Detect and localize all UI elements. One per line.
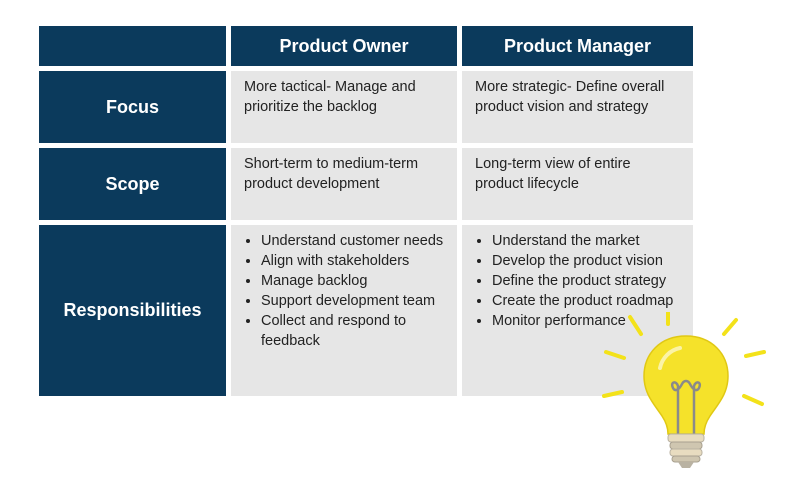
focus-manager-cell: More strategic- Define overall product v… xyxy=(462,71,693,143)
bulb-glass xyxy=(643,335,729,435)
list-item: Understand customer needs xyxy=(261,231,445,251)
manager-responsibilities-list: Understand the market Develop the produc… xyxy=(475,231,681,331)
row-label-responsibilities: Responsibilities xyxy=(39,225,226,396)
scope-manager-cell: Long-term view of entire product lifecyc… xyxy=(462,148,693,220)
list-item: Understand the market xyxy=(492,231,681,251)
responsibilities-manager-cell: Understand the market Develop the produc… xyxy=(462,225,693,396)
responsibilities-owner-cell: Understand customer needs Align with sta… xyxy=(231,225,457,396)
list-item: Manage backlog xyxy=(261,271,445,291)
header-product-owner: Product Owner xyxy=(231,26,457,66)
list-item: Monitor performance xyxy=(492,311,681,331)
list-item: Align with stakeholders xyxy=(261,251,445,271)
row-label-focus: Focus xyxy=(39,71,226,143)
row-label-scope: Scope xyxy=(39,148,226,220)
list-item: Collect and respond to feedback xyxy=(261,311,445,351)
light-rays xyxy=(602,312,766,406)
bulb-base xyxy=(667,433,705,468)
bulb-filament xyxy=(670,379,702,436)
list-item: Create the product roadmap xyxy=(492,291,681,311)
lightbulb-icon xyxy=(602,312,766,468)
list-item: Define the product strategy xyxy=(492,271,681,291)
scope-owner-cell: Short-term to medium-term product develo… xyxy=(231,148,457,220)
header-empty-cell xyxy=(39,26,226,66)
list-item: Develop the product vision xyxy=(492,251,681,271)
header-product-manager: Product Manager xyxy=(462,26,693,66)
owner-responsibilities-list: Understand customer needs Align with sta… xyxy=(244,231,445,351)
list-item: Support development team xyxy=(261,291,445,311)
focus-owner-cell: More tactical- Manage and prioritize the… xyxy=(231,71,457,143)
